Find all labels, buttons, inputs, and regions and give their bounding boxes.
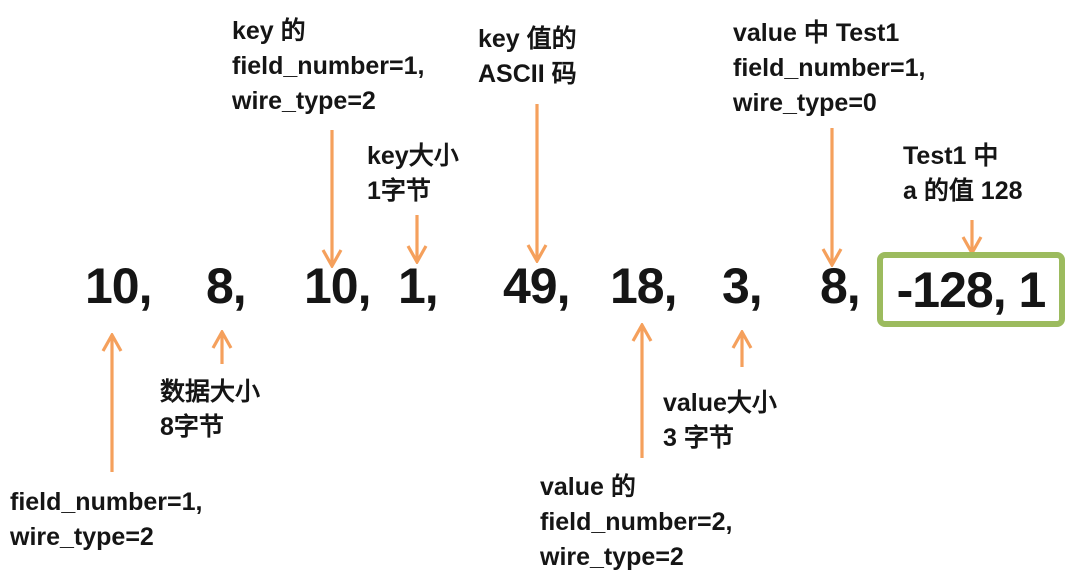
annotation-key-field-number: key 的 field_number=1, wire_type=2 [232, 17, 425, 115]
arrow-down-icon [526, 104, 548, 263]
arrow-down-icon [406, 215, 428, 264]
byte-length-outer: 10, [85, 258, 153, 314]
byte-test1-a-varint: -128, 1 [896, 261, 1047, 318]
byte-key-ascii: 49, [503, 258, 571, 314]
highlight-box: -128, 1 [877, 252, 1065, 327]
arrow-up-icon [101, 333, 123, 472]
annotation-key-size: key大小 1字节 [367, 142, 459, 205]
arrow-down-icon [321, 130, 343, 268]
byte-value-size: 3, [722, 258, 763, 314]
arrow-up-icon [631, 323, 653, 458]
annotation-value-size: value大小 3 字节 [663, 389, 777, 452]
annotation-value-test1-field: value 中 Test1 field_number=1, wire_type=… [733, 19, 926, 117]
byte-key-size: 1, [398, 258, 439, 314]
arrow-up-icon [211, 330, 233, 364]
byte-value-tag: 18, [610, 258, 678, 314]
annotation-key-ascii-code: key 值的 ASCII 码 [478, 25, 577, 88]
arrow-down-icon [821, 128, 843, 267]
annotation-data-size: 数据大小 8字节 [160, 378, 261, 441]
annotation-test1-a-value: Test1 中 a 的值 128 [903, 142, 1023, 205]
byte-test1-tag: 8, [820, 258, 861, 314]
byte-data-size: 8, [206, 258, 247, 314]
arrow-up-icon [731, 330, 753, 367]
arrow-down-icon [961, 220, 983, 255]
annotation-field-number-1: field_number=1, wire_type=2 [10, 488, 203, 551]
byte-key-tag: 10, [304, 258, 372, 314]
annotation-value-field-number: value 的 field_number=2, wire_type=2 [540, 473, 733, 571]
